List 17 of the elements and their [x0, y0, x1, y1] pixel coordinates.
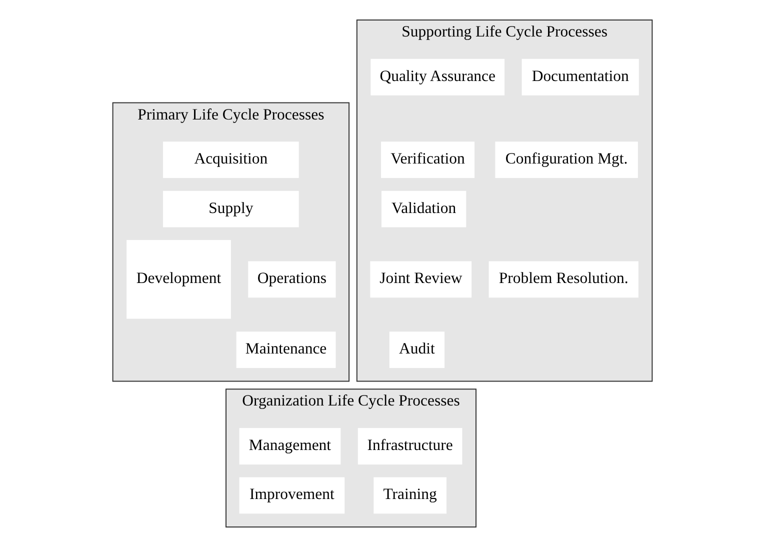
node-box: Joint Review [370, 261, 472, 298]
node-box: Audit [388, 332, 444, 368]
node-box: Validation [381, 190, 466, 228]
node-box: Management [238, 428, 340, 464]
node-box: Verification [380, 142, 474, 178]
node-box: Documentation [521, 58, 638, 96]
node-box: Infrastructure [357, 428, 462, 464]
node-box: Configuration Mgt. [494, 142, 638, 178]
node-box: Maintenance [236, 332, 336, 368]
node-box: Development [126, 240, 230, 319]
node-box: Improvement [238, 477, 344, 514]
node-box: Operations [248, 261, 336, 298]
node-box: Problem Resolution. [488, 261, 638, 298]
node-box: Supply [162, 190, 298, 228]
node-box: Quality Assurance [370, 58, 504, 96]
node-box: Training [373, 477, 446, 514]
node-box: Acquisition [162, 142, 298, 178]
